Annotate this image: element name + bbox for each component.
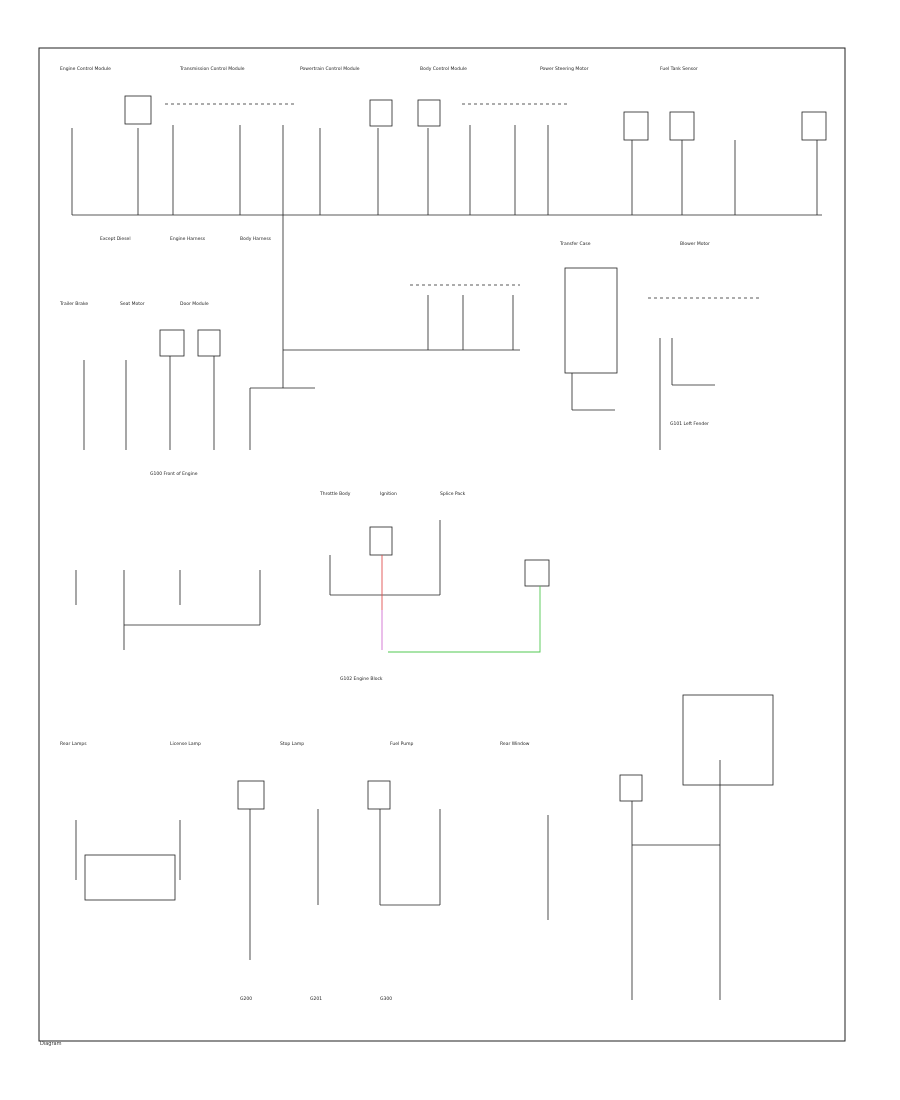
center-note-0: G102 Engine Block bbox=[340, 676, 383, 682]
middle_left-header-2: Door Module bbox=[180, 301, 209, 307]
middle-left-section bbox=[83, 329, 251, 450]
top-section bbox=[71, 95, 827, 389]
center-header-1: Ignition bbox=[380, 491, 397, 497]
lower-header-4: Rear Window bbox=[500, 741, 530, 747]
top-header-1: Transmission Control Module bbox=[179, 66, 245, 72]
middle_right-header-1: Blower Motor bbox=[680, 241, 710, 247]
lower-header-3: Fuel Pump bbox=[390, 741, 414, 747]
top-header-5: Fuel Tank Sensor bbox=[660, 66, 698, 72]
lower-header-0: Rear Lamps bbox=[60, 741, 87, 747]
green-wire bbox=[388, 586, 541, 653]
top-header-3: Body Control Module bbox=[420, 66, 467, 72]
middle_left-header-0: Trailer Brake bbox=[59, 301, 88, 307]
lower-header-1: License Lamp bbox=[170, 741, 201, 747]
center-header-2: Splice Pack bbox=[440, 491, 466, 497]
lower-note-1: G201 bbox=[310, 996, 322, 1002]
lower-note-2: G300 bbox=[380, 996, 392, 1002]
top-header-2: Powertrain Control Module bbox=[300, 66, 360, 72]
top-header-0: Engine Control Module bbox=[60, 66, 111, 72]
middle_left-note-0: G100 Front of Engine bbox=[150, 471, 198, 477]
top-note-2: Body Harness bbox=[240, 236, 272, 242]
lower-note-0: G200 bbox=[240, 996, 252, 1002]
lower-header-2: Stop Lamp bbox=[280, 741, 304, 747]
diagram-frame bbox=[38, 47, 846, 1042]
footer-label: Diagram bbox=[40, 1041, 62, 1047]
middle-right-section bbox=[283, 267, 760, 450]
center-section bbox=[75, 520, 550, 650]
middle_right-header-0: Transfer Case bbox=[559, 241, 591, 247]
top-note-1: Engine Harness bbox=[170, 236, 206, 242]
middle_right-note-0: G101 Left Fender bbox=[670, 421, 709, 427]
lower-section bbox=[75, 694, 774, 1000]
middle_left-header-1: Seat Motor bbox=[120, 301, 145, 307]
center-header-0: Throttle Body bbox=[319, 491, 351, 497]
top-note-0: Except Diesel bbox=[100, 236, 131, 242]
top-header-4: Power Steering Motor bbox=[540, 66, 589, 72]
